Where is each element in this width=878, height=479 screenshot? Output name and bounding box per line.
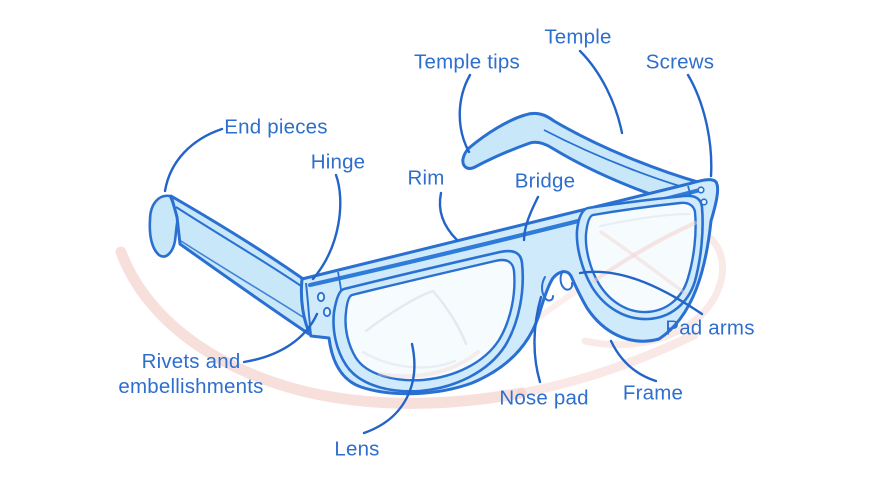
left-temple: [169, 194, 311, 336]
label-screws: Screws: [645, 50, 715, 74]
pointer-lens: [362, 342, 416, 435]
pointer-frame: [609, 339, 658, 383]
pointer-rim: [438, 191, 459, 242]
pointer-hinge: [311, 173, 342, 281]
right-lens-reflection: [599, 213, 691, 227]
pointer-lines: [163, 49, 713, 435]
label-nose-pad: Nose pad: [499, 386, 589, 410]
label-rim: Rim: [407, 166, 445, 190]
label-temple: Temple: [544, 25, 612, 49]
pointer-temple-tips: [458, 73, 472, 154]
label-hinge: Hinge: [310, 150, 366, 174]
label-pad-arms: Pad arms: [665, 316, 755, 340]
pointer-end-pieces: [163, 127, 224, 193]
right-lens: [575, 194, 704, 321]
left-lens-reflection: [361, 289, 468, 369]
pointer-temple: [578, 49, 624, 135]
pointer-screws: [686, 73, 713, 178]
label-temple-tips: Temple tips: [414, 50, 520, 74]
pointer-rivets: [242, 312, 319, 364]
label-frame: Frame: [622, 381, 684, 405]
label-bridge: Bridge: [514, 169, 576, 193]
rivets: [316, 291, 332, 318]
pointer-nose-pad: [533, 295, 543, 384]
nose-pads: [541, 270, 574, 302]
hinge-edge: [305, 282, 312, 336]
label-rivets-and-embellishments: Rivets and embellishments: [118, 350, 264, 398]
pointer-pad-arms: [578, 270, 704, 316]
pointer-bridge: [522, 195, 540, 242]
screws: [697, 186, 708, 206]
left-lens: [332, 249, 525, 393]
label-lens: Lens: [334, 437, 380, 461]
label-end-pieces: End pieces: [224, 115, 328, 139]
